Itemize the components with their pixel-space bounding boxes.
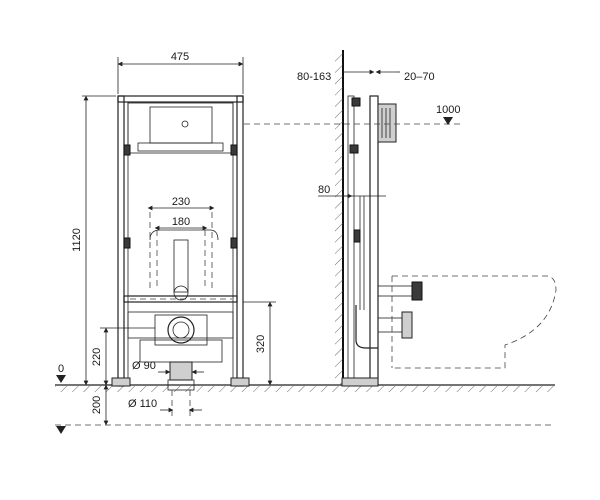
dim-pipe-90: Ø 90 [132,360,204,375]
front-frame [111,95,250,387]
dim-label-180: 180 [172,216,190,228]
dim-label-d90: Ø 90 [132,360,156,372]
zero-level-label: 0 [58,363,64,375]
dim-label-475: 475 [171,51,189,63]
side-frame [341,95,397,387]
dim-connector-height: 220 [91,327,155,386]
dim-label-220: 220 [91,348,103,366]
floor-line [55,384,555,426]
dim-label-320: 320 [255,335,267,353]
dim-pipe-110: Ø 110 [128,398,202,413]
dim-wall-distance: 80-163 [297,69,375,83]
flush-plate-ribs [381,108,391,138]
dim-label-20-70: 20–70 [404,71,435,83]
dim-floor-offset: 200 [91,384,109,426]
wall [335,50,344,385]
dim-drain-height: 320 [243,301,276,386]
toilet-bowl-outline [391,275,557,369]
front-inner-pipe [149,212,219,301]
zero-level-marker: 0 [56,363,66,434]
dim-total-height: 1120 [71,95,116,386]
dim-frame-width: 475 [117,51,244,94]
dim-label-80: 80 [318,184,330,196]
dim-label-1000: 1000 [436,104,460,116]
dim-frame-offset: 80 [318,184,386,199]
dim-flush-height: 1000 [244,104,460,125]
dim-label-200: 200 [91,396,103,414]
dim-label-230: 230 [172,196,190,208]
dim-label-d110: Ø 110 [128,398,157,410]
dim-label-80-163: 80-163 [297,71,331,83]
dim-label-1120: 1120 [71,228,83,252]
dim-cross-upper: 230 [147,196,215,211]
side-connectors [377,281,423,339]
dim-flush-depth: 20–70 [375,69,435,83]
dim-cross-lower: 180 [154,216,208,231]
